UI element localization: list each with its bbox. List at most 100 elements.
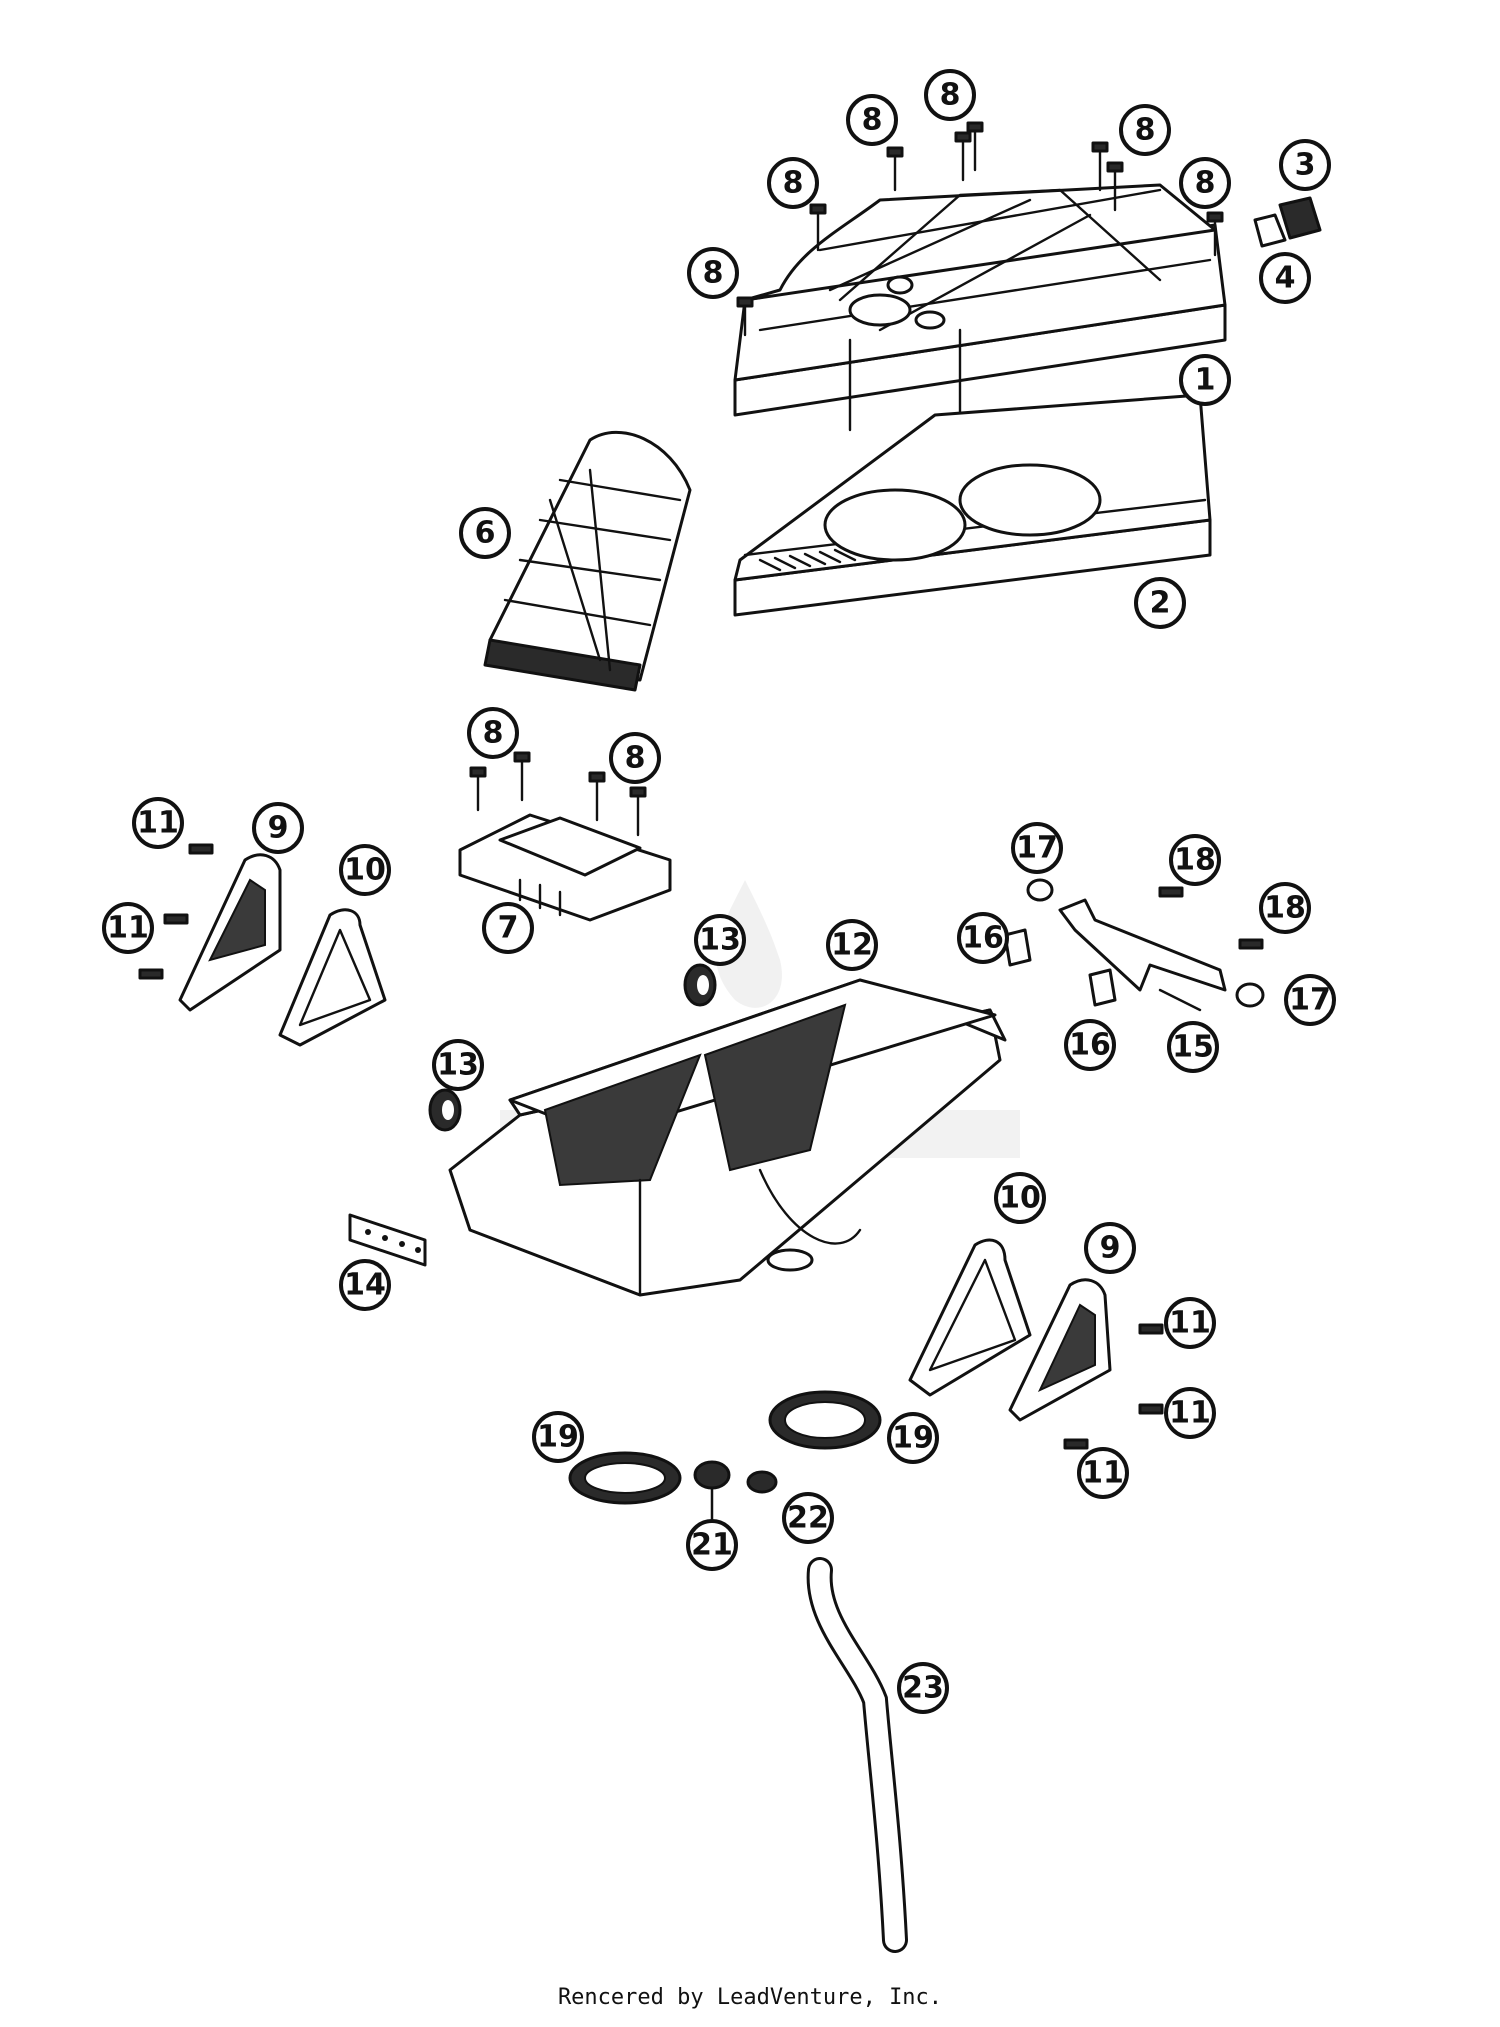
svg-text:2: 2 xyxy=(1150,586,1171,621)
callout-8d: 8 xyxy=(924,69,976,121)
callout-17a: 17 xyxy=(1011,822,1063,874)
callout-4: 4 xyxy=(1259,252,1311,304)
svg-text:1: 1 xyxy=(1195,363,1216,398)
callout-17b: 17 xyxy=(1284,974,1336,1026)
part-22-nut xyxy=(746,1470,778,1494)
part-15-mount-bracket xyxy=(1058,898,1227,1012)
part-3-sensor xyxy=(1278,196,1322,240)
svg-text:13: 13 xyxy=(699,923,741,958)
callout-1: 1 xyxy=(1179,354,1231,406)
svg-text:18: 18 xyxy=(1174,843,1216,878)
callout-8e: 8 xyxy=(1119,104,1171,156)
svg-text:6: 6 xyxy=(475,516,496,551)
part-4-gasket xyxy=(1253,213,1287,248)
part-19-right-ring xyxy=(768,1390,882,1450)
part-16-upper-clip xyxy=(1003,928,1032,967)
callout-3: 3 xyxy=(1279,139,1331,191)
svg-text:11: 11 xyxy=(137,806,179,841)
part-17-upper-grommet xyxy=(1026,878,1054,902)
part-23-drain-hose xyxy=(806,1557,908,1953)
callout-6: 6 xyxy=(459,507,511,559)
part-11-screws xyxy=(138,843,1164,1450)
svg-text:8: 8 xyxy=(1135,113,1156,148)
svg-text:13: 13 xyxy=(437,1048,479,1083)
svg-text:8: 8 xyxy=(783,166,804,201)
callout-16a: 16 xyxy=(957,912,1009,964)
svg-text:4: 4 xyxy=(1275,261,1296,296)
svg-text:11: 11 xyxy=(107,911,149,946)
callout-15: 15 xyxy=(1167,1021,1219,1073)
callout-21: 21 xyxy=(686,1488,738,1571)
part-21-cap xyxy=(693,1460,731,1490)
callout-8f: 8 xyxy=(1179,157,1231,209)
part-9-right-bracket xyxy=(1008,1278,1112,1422)
svg-text:21: 21 xyxy=(691,1528,733,1563)
svg-text:19: 19 xyxy=(537,1420,579,1455)
callout-10b: 10 xyxy=(994,1172,1046,1224)
part-17-lower-grommet xyxy=(1235,982,1265,1008)
callout-9b: 9 xyxy=(1084,1222,1136,1274)
part-2-filter-element xyxy=(733,393,1212,617)
callout-13a: 13 xyxy=(694,914,746,966)
part-8-bolts-top xyxy=(736,121,1224,337)
callout-23: 23 xyxy=(897,1662,949,1714)
callout-9a: 9 xyxy=(252,802,304,854)
svg-text:22: 22 xyxy=(787,1501,829,1536)
part-16-lower-clip xyxy=(1088,968,1117,1007)
part-19-left-ring xyxy=(568,1451,682,1505)
part-12-lower-housing xyxy=(448,978,1007,1297)
svg-text:3: 3 xyxy=(1295,148,1316,183)
part-6-intake-duct xyxy=(483,430,692,692)
svg-text:19: 19 xyxy=(892,1421,934,1456)
callout-7: 7 xyxy=(482,902,534,954)
svg-text:14: 14 xyxy=(344,1268,386,1303)
footer-credit: Rencered by LeadVenture, Inc. xyxy=(557,1985,943,2010)
callout-14: 14 xyxy=(339,1259,391,1311)
callout-18a: 18 xyxy=(1169,834,1221,886)
callout-11c: 11 xyxy=(1164,1297,1216,1349)
part-18-upper-screw xyxy=(1158,886,1184,898)
callout-11b: 11 xyxy=(102,902,154,954)
svg-text:16: 16 xyxy=(1069,1028,1111,1063)
callout-8b: 8 xyxy=(767,157,819,209)
svg-text:11: 11 xyxy=(1082,1456,1124,1491)
callout-2: 2 xyxy=(1134,577,1186,629)
svg-text:18: 18 xyxy=(1264,891,1306,926)
part-13-lower-grommet xyxy=(428,1088,462,1132)
callout-22: 22 xyxy=(782,1492,834,1544)
callout-8c: 8 xyxy=(846,94,898,146)
callout-11e: 11 xyxy=(1077,1447,1129,1499)
part-18-lower-screw xyxy=(1238,938,1264,950)
svg-text:9: 9 xyxy=(1100,1231,1121,1266)
svg-text:8: 8 xyxy=(862,103,883,138)
svg-text:23: 23 xyxy=(902,1671,944,1706)
part-14-strip xyxy=(348,1213,427,1267)
part-13-upper-grommet xyxy=(683,963,717,1007)
callout-12: 12 xyxy=(826,919,878,971)
part-7-adapter-plate xyxy=(458,813,672,922)
callout-8h: 8 xyxy=(609,732,661,784)
svg-text:8: 8 xyxy=(1195,166,1216,201)
callout-11a: 11 xyxy=(132,797,184,849)
svg-text:8: 8 xyxy=(625,741,646,776)
svg-text:8: 8 xyxy=(483,716,504,751)
callout-19b: 19 xyxy=(887,1412,939,1464)
svg-text:10: 10 xyxy=(999,1181,1041,1216)
callout-19a: 19 xyxy=(532,1411,584,1463)
svg-text:11: 11 xyxy=(1169,1396,1211,1431)
part-9-left-bracket xyxy=(178,853,282,1012)
callout-10a: 10 xyxy=(339,844,391,896)
svg-text:17: 17 xyxy=(1289,983,1331,1018)
svg-text:17: 17 xyxy=(1016,831,1058,866)
svg-text:8: 8 xyxy=(940,78,961,113)
svg-text:9: 9 xyxy=(268,811,289,846)
svg-text:7: 7 xyxy=(498,911,519,946)
part-10-left-gasket xyxy=(278,908,387,1047)
part-8-bolts-middle xyxy=(469,751,647,837)
svg-text:15: 15 xyxy=(1172,1030,1214,1065)
svg-text:10: 10 xyxy=(344,853,386,888)
callout-8a: 8 xyxy=(687,247,739,299)
callout-11d: 11 xyxy=(1164,1387,1216,1439)
callout-16b: 16 xyxy=(1064,1019,1116,1071)
